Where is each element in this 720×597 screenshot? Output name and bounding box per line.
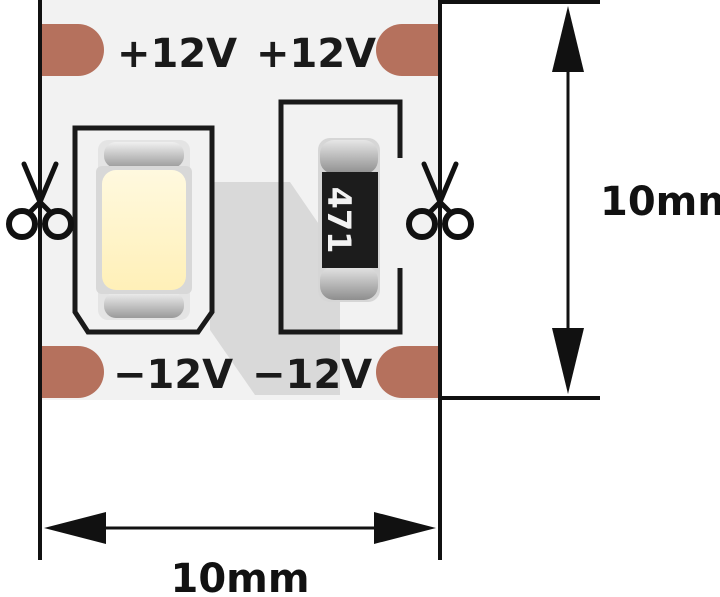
component-shadow xyxy=(210,182,340,395)
pad-label-bottom-left: −12V xyxy=(113,352,233,398)
led-footprint xyxy=(72,125,215,335)
scissors-icon xyxy=(6,161,74,240)
pad-bottom-left xyxy=(40,346,104,398)
width-dimension-label: 10mm xyxy=(170,556,309,597)
height-dimension-arrow xyxy=(552,6,584,394)
pad-top-left xyxy=(40,24,104,76)
width-dimension-arrow xyxy=(44,512,436,544)
height-dimension-label: 10mm xyxy=(600,179,720,225)
pad-label-top-left: +12V xyxy=(117,31,237,77)
pad-top-right xyxy=(376,24,440,76)
pad-bottom-right xyxy=(376,346,440,398)
pad-label-bottom-right: −12V xyxy=(252,352,372,398)
resistor-code: 471 xyxy=(320,187,358,254)
resistor-footprint xyxy=(278,99,403,335)
smd-led xyxy=(96,140,192,320)
pad-label-top-right: +12V xyxy=(256,31,376,77)
smd-resistor: 471 xyxy=(318,138,380,302)
